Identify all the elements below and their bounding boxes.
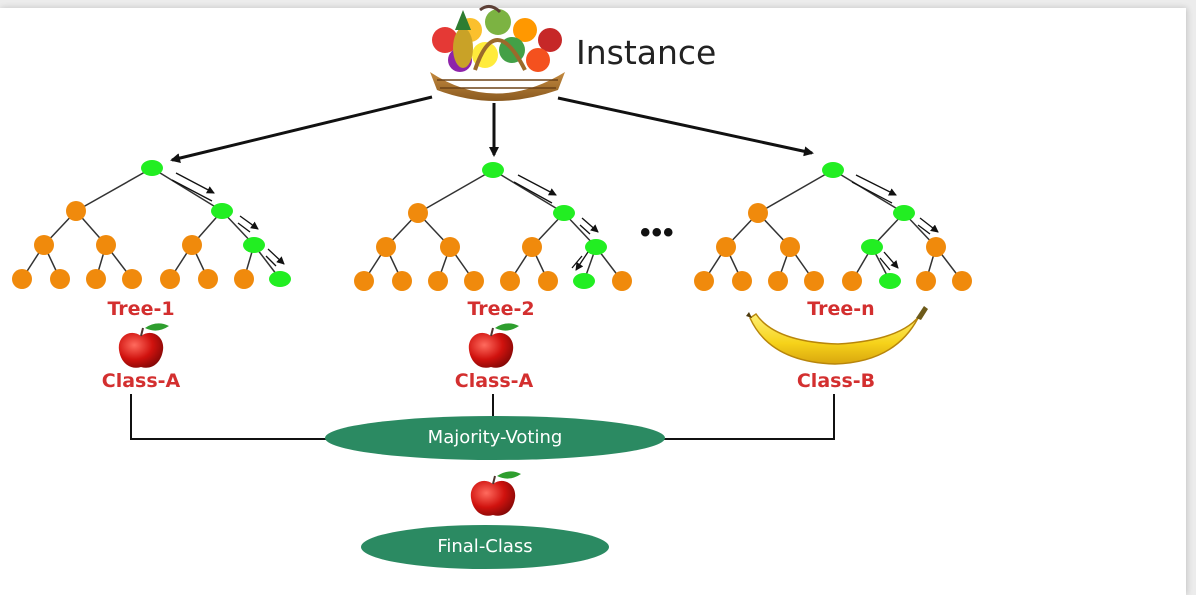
instance-label: Instance [576, 33, 717, 72]
majority-voting-label: Majority-Voting [427, 427, 563, 448]
apple-icon [118, 323, 169, 368]
tree-2 [354, 162, 632, 291]
tree-2-title: Tree-2 [467, 298, 535, 320]
majority-voting-oval [325, 416, 665, 460]
apple-icon [470, 471, 521, 516]
vote-connectors [130, 394, 835, 440]
tree-1-class-label: Class-A [101, 370, 181, 392]
instance-to-tree-arrows [170, 95, 814, 163]
ellipsis: ••• [640, 216, 675, 249]
arrow-to-tree-1 [170, 95, 433, 163]
tree-n-title: Tree-n [807, 298, 875, 320]
final-class-oval [361, 525, 609, 569]
banana-icon [746, 306, 928, 365]
decision-path-arrows [171, 172, 285, 267]
arrow-to-tree-n [557, 96, 814, 157]
tree-1-title: Tree-1 [107, 298, 175, 320]
tree-n [694, 162, 972, 291]
tree-1 [12, 160, 291, 289]
tree-n-class-label: Class-B [796, 370, 876, 392]
fruit-basket-icon [430, 5, 565, 101]
tree-2-class-label: Class-A [454, 370, 534, 392]
final-class-label: Final-Class [437, 536, 533, 557]
decision-path-arrows [851, 174, 939, 271]
decision-path-arrows [513, 174, 599, 271]
apple-icon [468, 323, 519, 368]
